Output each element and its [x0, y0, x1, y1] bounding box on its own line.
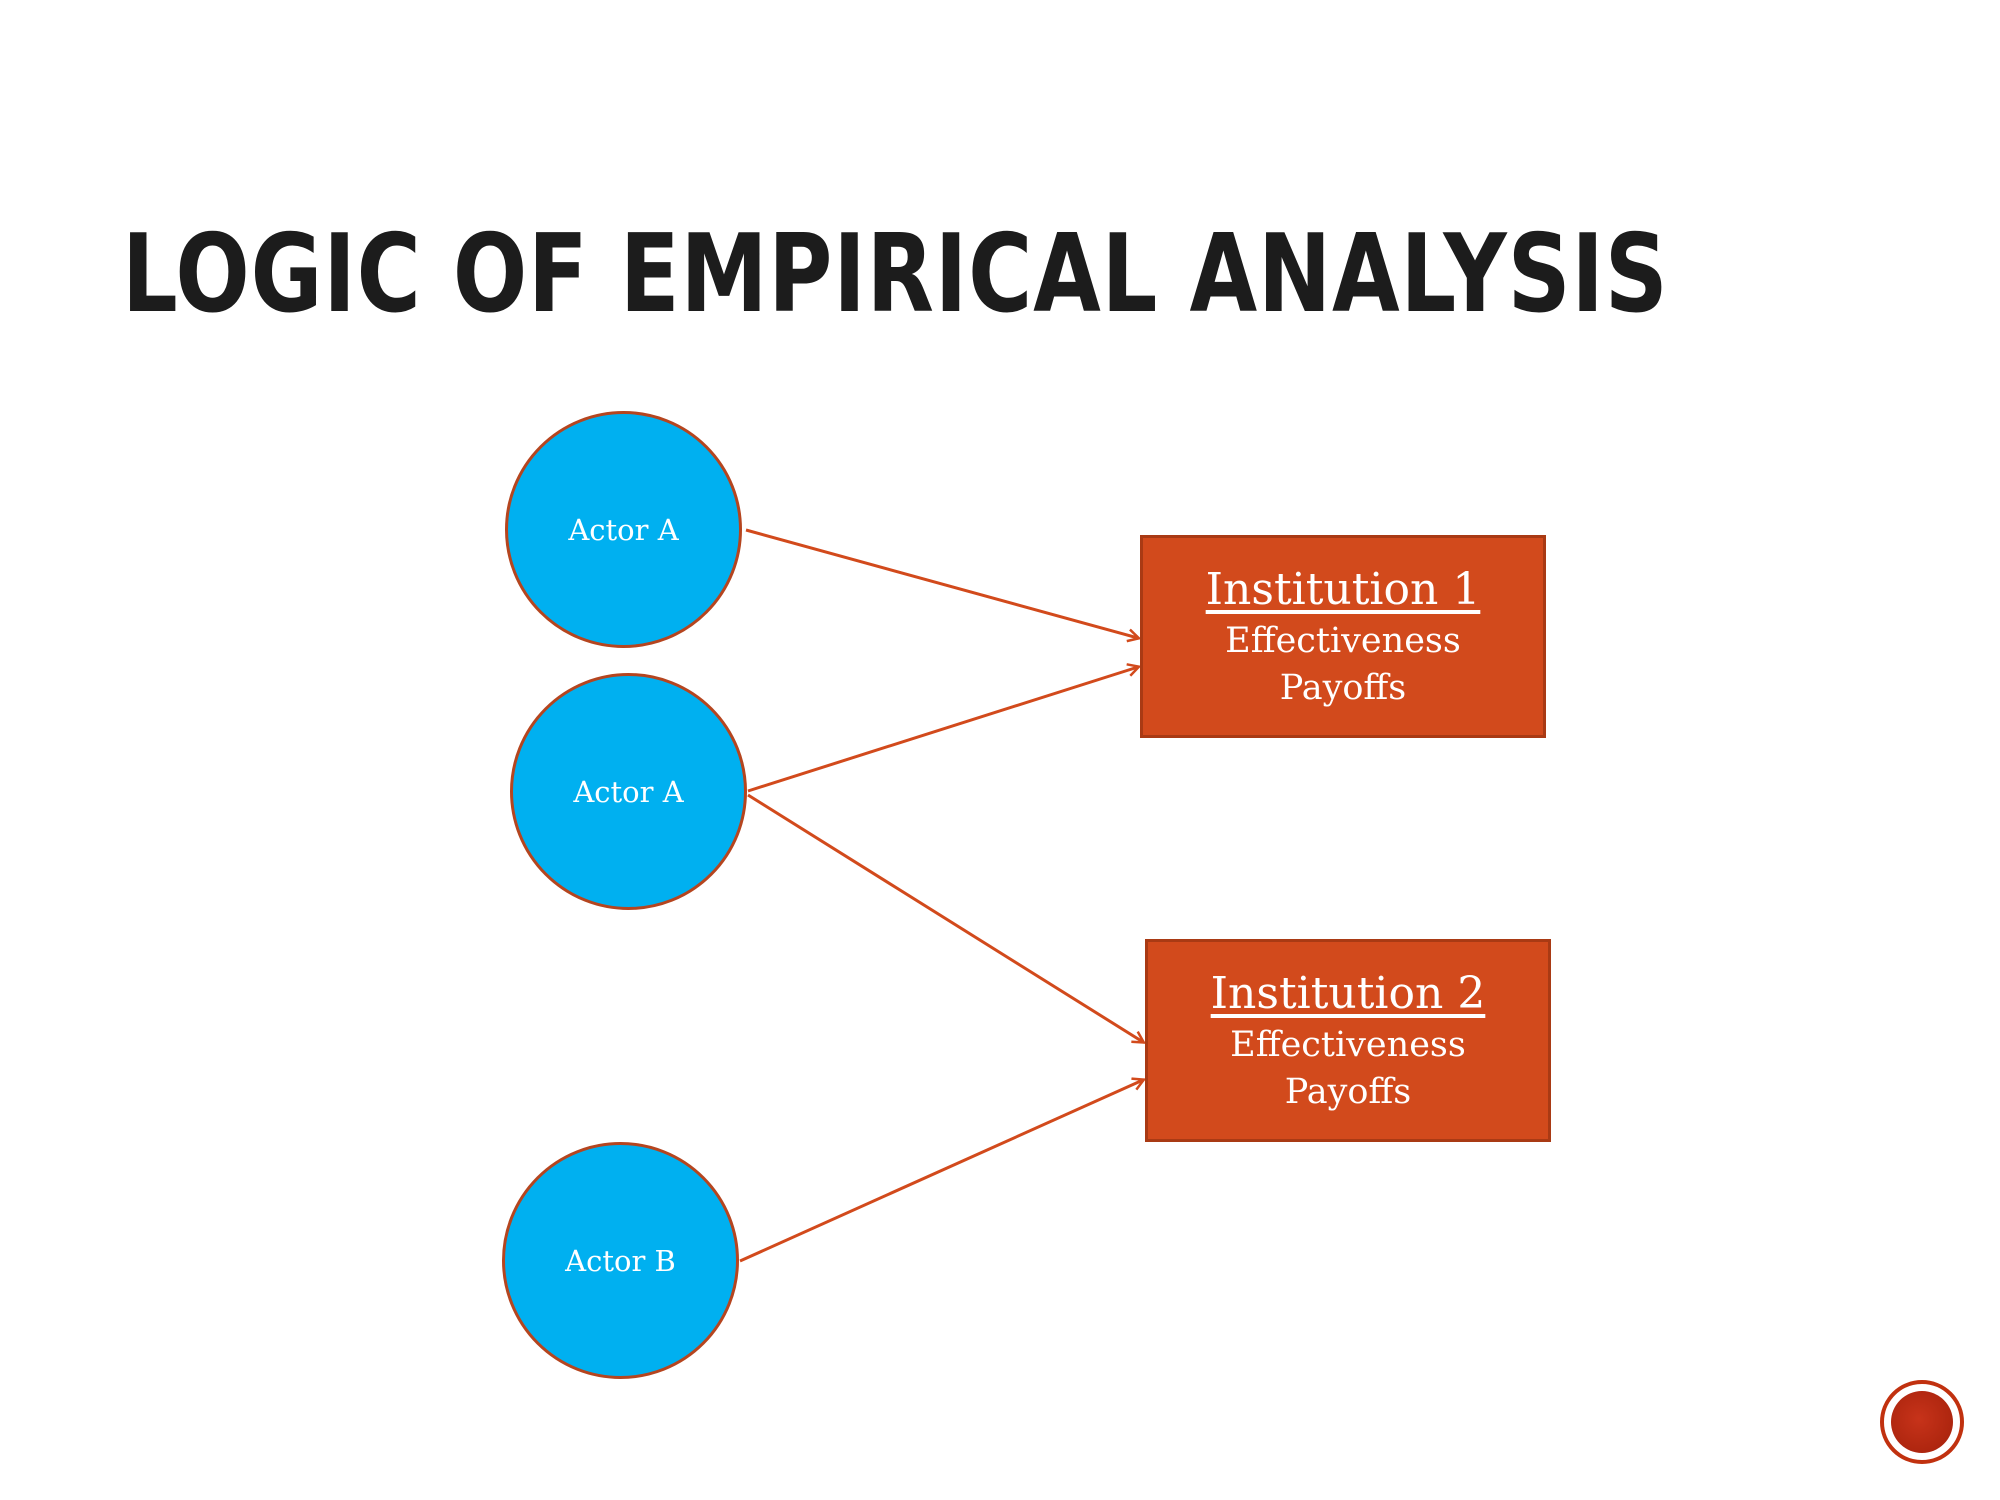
- connector-actor-a2-to-institution-1: [747, 667, 1138, 793]
- actor-node: Actor B: [502, 1142, 739, 1379]
- institution-payoffs: Payoffs: [1284, 1071, 1412, 1112]
- institution-box: Institution 2 Effectiveness Payoffs: [1145, 939, 1551, 1142]
- institution-title: Institution 1: [1205, 563, 1481, 615]
- actor-label: Actor A: [568, 512, 679, 547]
- institution-title: Institution 2: [1210, 967, 1486, 1019]
- red-circle-nav-icon: [1891, 1391, 1953, 1453]
- institution-payoffs: Payoffs: [1279, 667, 1407, 708]
- actor-label: Actor B: [565, 1243, 676, 1278]
- actor-label: Actor A: [573, 774, 684, 809]
- institution-effectiveness: Effectiveness: [1230, 1024, 1466, 1065]
- slide-nav-button[interactable]: [1880, 1380, 1964, 1464]
- actor-node: Actor A: [505, 411, 742, 648]
- connector-actor-b-to-institution-2: [739, 1080, 1143, 1263]
- institution-box: Institution 1 Effectiveness Payoffs: [1140, 535, 1546, 738]
- actor-node: Actor A: [510, 673, 747, 910]
- connector-actor-a2-to-institution-2: [747, 793, 1143, 1042]
- institution-effectiveness: Effectiveness: [1225, 620, 1461, 661]
- connector-actor-a1-to-institution-1: [745, 528, 1138, 638]
